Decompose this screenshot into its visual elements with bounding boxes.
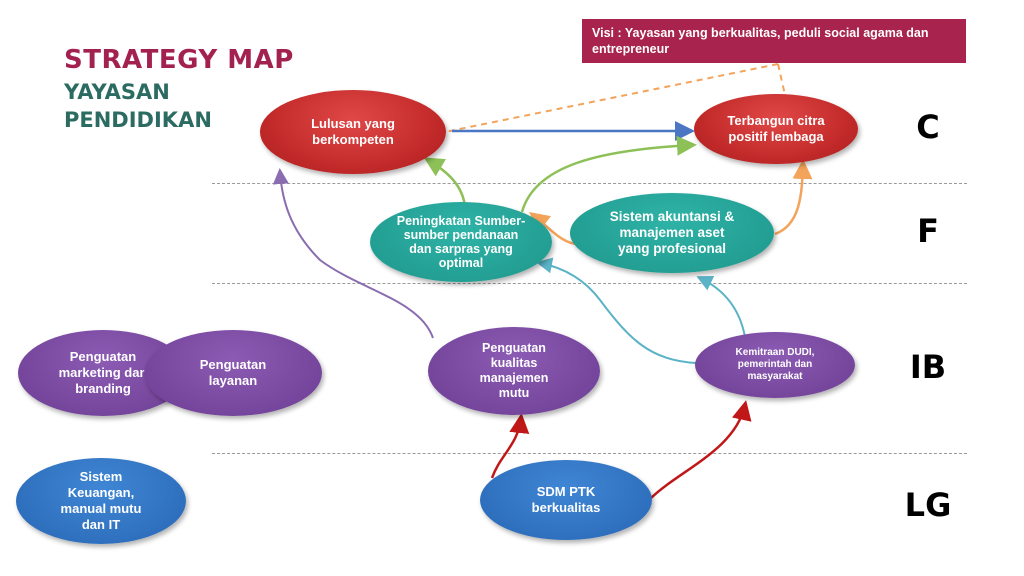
node-sistem-akuntansi: Sistem akuntansi & manajemen aset yang p… <box>570 193 774 273</box>
node-lulusan-berkompeten: Lulusan yang berkompeten <box>260 90 446 174</box>
arrow-mutu-to-lulusan <box>272 168 434 339</box>
subtitle-line-2: PENDIDIKAN <box>64 108 212 132</box>
arrow-dana-to-citra <box>520 135 697 213</box>
level-label-lg: LG <box>904 486 952 524</box>
node-citra-positif: Terbangun citra positif lembaga <box>694 94 858 164</box>
arrow-kemitraan-to-dana <box>536 257 697 364</box>
node-manajemen-mutu: Penguatan kualitas manajemen mutu <box>428 327 600 415</box>
level-label-f: F <box>917 212 939 250</box>
divider-f-ib <box>212 283 967 284</box>
node-kemitraan: Kemitraan DUDI, pemerintah dan masyaraka… <box>695 332 855 398</box>
node-sdm-ptk: SDM PTK berkualitas <box>480 460 652 540</box>
divider-ib-lg <box>212 453 967 454</box>
arrow-akuntansi-to-citra <box>774 159 813 236</box>
level-label-ib: IB <box>909 348 947 386</box>
divider-c-f <box>212 183 967 184</box>
vision-box: Visi : Yayasan yang berkualitas, peduli … <box>582 19 966 63</box>
arrow-kemitraan-to-akuntansi <box>696 275 746 338</box>
level-label-c: C <box>916 108 940 146</box>
foundation-subtitle: YAYASAN PENDIDIKAN <box>64 78 212 134</box>
node-sumber-pendanaan: Peningkatan Sumber-sumber pendanaan dan … <box>370 202 552 282</box>
node-penguatan-layanan: Penguatan layanan <box>144 330 322 416</box>
arrow-dana-to-lulusan <box>423 157 467 207</box>
node-sistem-keuangan: Sistem Keuangan, manual mutu dan IT <box>16 458 186 544</box>
strategy-map-title: STRATEGY MAP <box>64 45 294 75</box>
arrow-sdm-to-mutu <box>490 413 530 479</box>
subtitle-line-1: YAYASAN <box>64 80 170 104</box>
arrow-sdm-to-kemitraan <box>650 400 752 499</box>
vision-link-left <box>444 63 779 133</box>
vision-link-right <box>777 63 786 96</box>
